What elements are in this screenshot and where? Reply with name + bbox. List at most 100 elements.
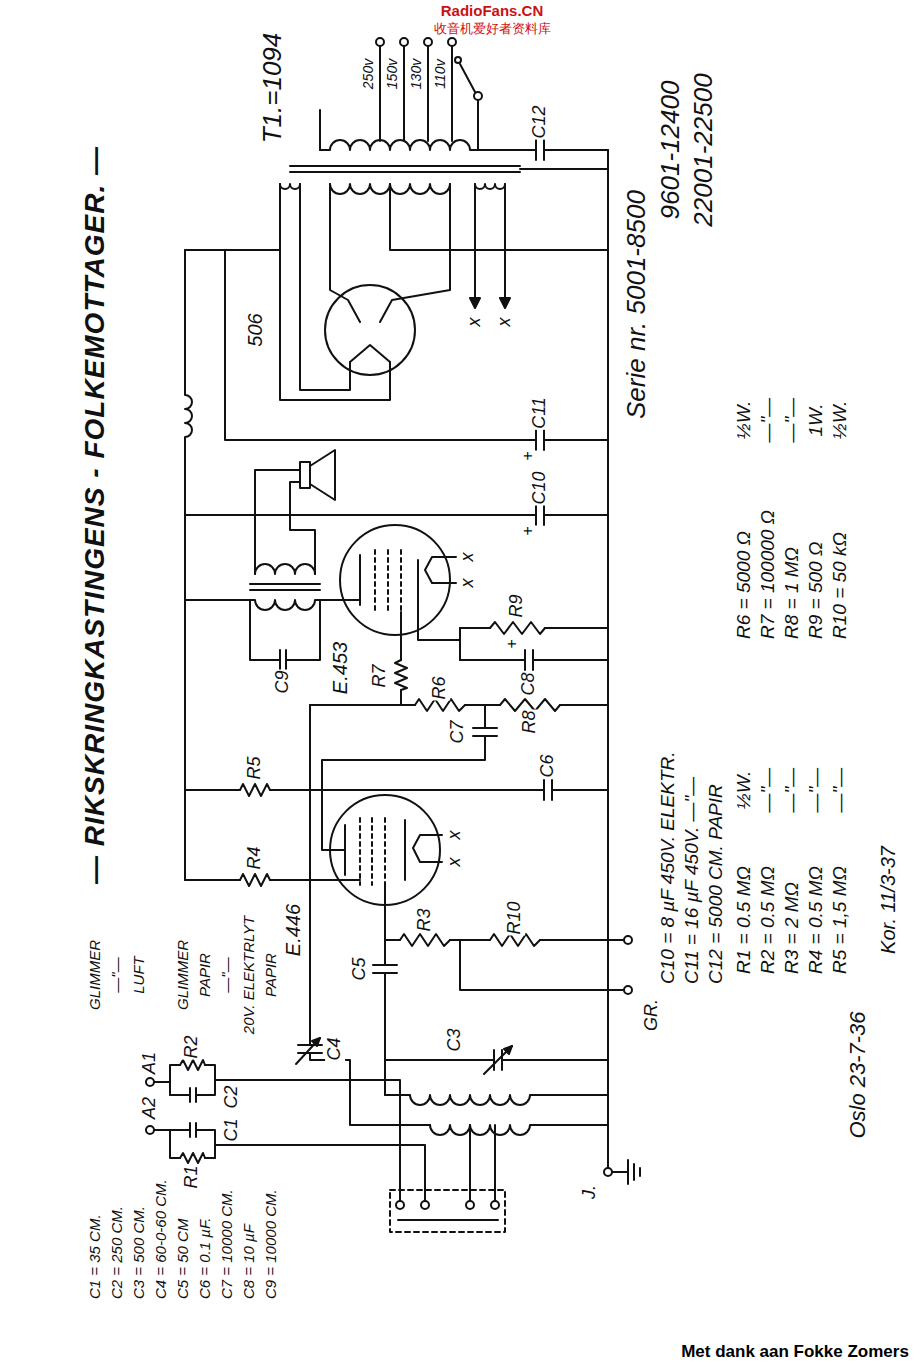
- coupling-network: [185, 789, 240, 791]
- table-cell: C2 = 250 CM.: [109, 1205, 126, 1300]
- part-label: C7: [448, 719, 468, 744]
- output-tube: [400, 690, 402, 705]
- output-tube: [425, 557, 456, 583]
- part-label: C12: [530, 104, 550, 139]
- wave-switch: [396, 1201, 404, 1209]
- filter-choke: [185, 250, 192, 880]
- detector-tube: [400, 934, 450, 946]
- tuned-circuit: [385, 1095, 608, 1105]
- tube-type: E.446: [282, 903, 304, 957]
- table-cell: —"—: [830, 767, 851, 814]
- part-label: R5: [245, 755, 265, 780]
- coupling-network: [240, 874, 270, 886]
- terminal-label: GR.: [642, 998, 662, 1032]
- mains-transformer: [320, 140, 478, 150]
- coupling-network: [240, 784, 270, 796]
- polarity-mark: +: [519, 450, 537, 461]
- output-tube: [418, 560, 460, 640]
- detector-tube: [384, 885, 386, 965]
- detector-tube: [490, 934, 540, 946]
- mains-transformer: [474, 92, 482, 100]
- detector-tube: [330, 795, 632, 1095]
- output-transformer: [250, 584, 320, 590]
- coupling-network: [465, 704, 500, 706]
- table-cell: ½W.: [734, 770, 755, 810]
- tube-type: 506: [244, 312, 266, 347]
- credit: Met dank aan Fokke Zomers: [680, 1343, 910, 1362]
- heater-mark: x: [445, 857, 465, 868]
- tuned-circuit: [296, 1038, 320, 1064]
- output-tube: [545, 627, 608, 629]
- table-cell: R7 = 100000 Ω: [758, 509, 779, 640]
- part-label: C8: [519, 671, 539, 696]
- wave-switch: [390, 1190, 505, 1232]
- coupling-network: [415, 699, 465, 711]
- table-cell: GLIMMER: [175, 939, 192, 1011]
- capacitor-c12: [478, 140, 608, 160]
- coupling-network: [185, 699, 608, 886]
- heater-mark: x: [458, 578, 478, 589]
- part-label: R1: [182, 1164, 202, 1189]
- part-label: C1: [222, 1117, 242, 1142]
- mains-transformer: [477, 100, 479, 150]
- mains-transformer: [319, 110, 321, 150]
- part-label: C4: [325, 1036, 345, 1061]
- tap-label: 250v: [361, 58, 376, 90]
- wave-switch: [491, 1201, 499, 1209]
- output-transformer: [185, 450, 360, 670]
- table-cell: —"—: [109, 956, 126, 993]
- filter-choke: [185, 250, 192, 880]
- table-cell: PAPIR: [263, 952, 280, 998]
- aerial-network: [154, 1123, 215, 1158]
- tube-type: E.453: [329, 641, 351, 695]
- part-label: R2: [182, 1034, 202, 1059]
- filter-capacitors: [185, 250, 608, 525]
- tuned-circuit: [484, 1046, 512, 1074]
- part-label: C11: [530, 396, 550, 430]
- table-cell: —"—: [758, 397, 779, 444]
- part-label: C6: [538, 753, 558, 778]
- detector-tube: [373, 965, 397, 1095]
- output-tube: [340, 525, 450, 635]
- table-cell: R10 = 50 kΩ: [830, 531, 851, 640]
- wave-switch: [390, 1190, 505, 1232]
- tuned-circuit: [296, 705, 608, 1201]
- terminal-label: J.: [580, 1184, 600, 1200]
- table-cell: R5 = 1,5 MΩ: [830, 865, 851, 975]
- aerial-network: [170, 1065, 215, 1102]
- rectifier-tube: [330, 184, 360, 322]
- coupling-network: [185, 879, 240, 881]
- rectifier-tube: [280, 184, 390, 400]
- table-cell: C10 = 8 µF 450V. ELEKTR.: [658, 750, 679, 985]
- detector-tube: [624, 936, 632, 944]
- mains-transformer: [460, 64, 475, 92]
- part-label: R4: [245, 845, 265, 870]
- part-label: C3: [445, 1027, 465, 1052]
- mains-transformer: [280, 184, 300, 189]
- heater-mark: x: [445, 830, 465, 841]
- rectifier-tube: [185, 249, 280, 251]
- aerial-network: [215, 1080, 400, 1201]
- part-label: C10: [530, 470, 550, 505]
- output-tube: [395, 660, 407, 690]
- table-cell: R6 = 5000 Ω: [734, 530, 755, 640]
- heater-mark: x: [465, 317, 485, 328]
- title: — RIKSKRINGKASTINGENS - FOLKEMOTTAGER. —: [80, 145, 111, 885]
- table-cell: C5 = 50 CM: [175, 1218, 192, 1300]
- table-cell: C7 = 10000 CM.: [219, 1188, 236, 1300]
- detector-tube: [404, 820, 406, 880]
- tuned-circuit: [385, 1050, 608, 1070]
- ground-bus: [612, 1160, 640, 1184]
- table-cell: C12 = 5000 CM. PAPIR: [706, 783, 727, 985]
- capacitor-c12: [478, 140, 608, 160]
- output-tube: [359, 555, 361, 605]
- table-cell: C4 = 60-0-60 CM.: [153, 1178, 170, 1300]
- note: Oslo 23-7-36: [846, 1010, 870, 1139]
- watermark: RadioFans.CN: [440, 3, 545, 20]
- table-cell: GLIMMER: [87, 939, 104, 1011]
- mains-transformer: [500, 298, 510, 308]
- part-label: R3: [415, 907, 435, 932]
- note: 22001-22500: [689, 72, 718, 227]
- part-label: C9: [273, 669, 293, 694]
